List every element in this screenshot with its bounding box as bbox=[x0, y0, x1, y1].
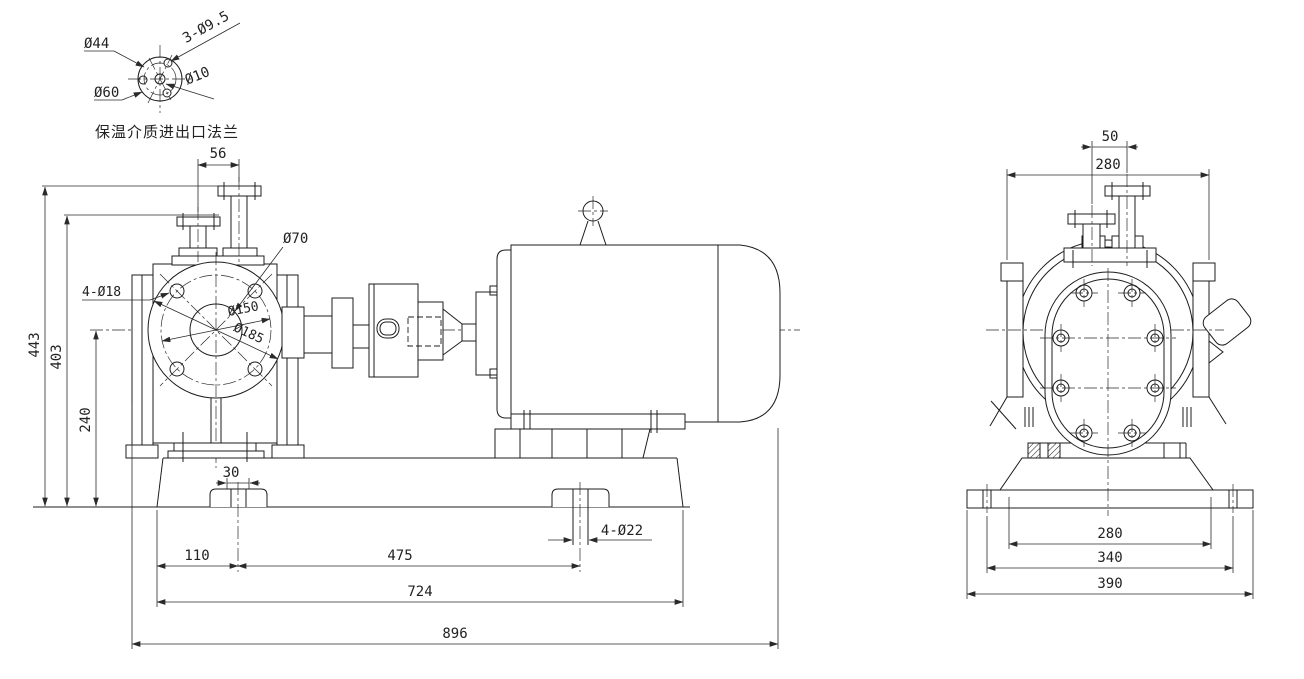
dim-base-hole-offset: 110 bbox=[184, 548, 209, 564]
detail-view-caption: 保温介质进出口法兰 bbox=[95, 123, 239, 141]
dim-foot-slot: 30 bbox=[223, 465, 240, 481]
anchor-pad-left bbox=[209, 488, 268, 507]
front-view: 56 443 403 240 4-Ø18 Ø70 Ø150 Ø185 bbox=[27, 146, 800, 649]
side-base bbox=[966, 489, 1254, 509]
dim-bolt-circle: Ø150 bbox=[227, 299, 261, 320]
dim-base-length: 724 bbox=[407, 584, 432, 600]
dim-shaft-height: 240 bbox=[78, 407, 94, 432]
front-motor bbox=[489, 196, 781, 433]
dim-anchor-span: 340 bbox=[1097, 550, 1122, 566]
dim-detail-outer: Ø60 bbox=[94, 85, 119, 101]
side-view: 50 280 280 340 390 bbox=[966, 129, 1254, 599]
dim-base-holes: 4-Ø22 bbox=[601, 523, 643, 539]
dim-height-total: 443 bbox=[27, 332, 43, 357]
front-pump-body bbox=[125, 177, 305, 468]
motor-body bbox=[510, 244, 781, 423]
dim-cover-holes: 4-Ø18 bbox=[82, 285, 121, 300]
dim-hub-diameter: Ø70 bbox=[283, 231, 308, 247]
front-base bbox=[33, 428, 690, 572]
dim-foot-span: 280 bbox=[1097, 526, 1122, 542]
detail-view-jacket-flange: Ø44 3-Ø9.5 Ø60 Ø10 保温介质进出口法兰 bbox=[84, 8, 241, 141]
dim-nozzle-spacing: 56 bbox=[210, 146, 227, 162]
dim-body-width: 280 bbox=[1095, 157, 1120, 173]
flange-bore bbox=[154, 73, 166, 85]
dim-detail-bore: Ø10 bbox=[183, 64, 212, 88]
dim-base-hole-spacing: 475 bbox=[387, 548, 412, 564]
anchor-pad-right bbox=[551, 488, 610, 507]
dim-overall-length: 896 bbox=[442, 626, 467, 642]
relief-valve-bracket bbox=[1202, 298, 1252, 346]
dim-detail-bolt-circle: Ø44 bbox=[84, 36, 109, 52]
dim-height-suction: 403 bbox=[49, 344, 65, 369]
front-view-dimensions: 56 443 403 240 4-Ø18 Ø70 Ø150 Ø185 bbox=[27, 146, 779, 649]
flange-outer-circle bbox=[137, 56, 183, 102]
side-view-dimensions: 50 280 280 340 390 bbox=[966, 129, 1254, 599]
front-coupling bbox=[281, 283, 498, 378]
dim-nozzle-offset: 50 bbox=[1102, 129, 1119, 145]
dim-detail-holes: 3-Ø9.5 bbox=[180, 8, 232, 47]
dim-base-width: 390 bbox=[1097, 576, 1122, 592]
rear-cover-bolts bbox=[1052, 279, 1164, 447]
flange-bolt-circle bbox=[143, 62, 177, 96]
